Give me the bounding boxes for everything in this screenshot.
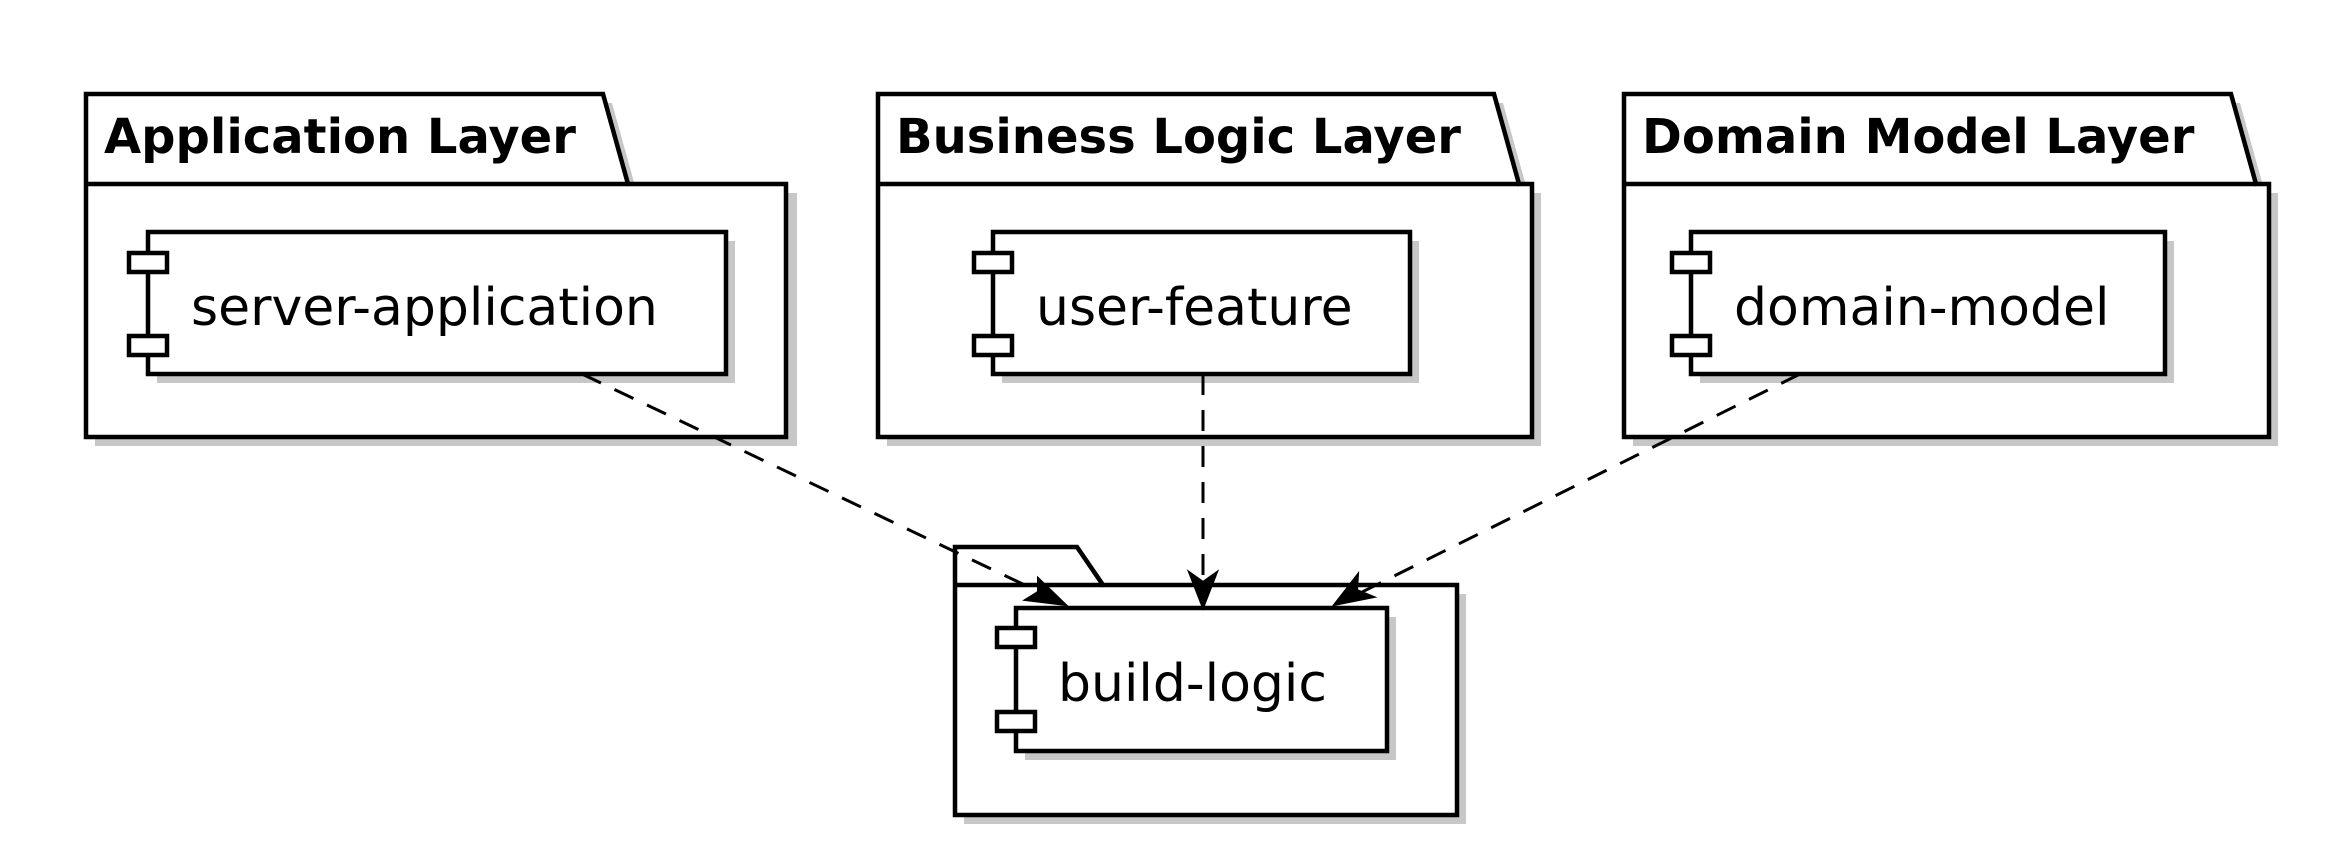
- component-server-application: server-application: [126, 229, 735, 383]
- component-label: domain-model: [1734, 278, 2109, 338]
- edge-server-application-to-build-logic: [581, 372, 1069, 607]
- component-port-icon: [126, 250, 170, 275]
- component-port-icon: [126, 333, 170, 358]
- edge-domain-model-to-build-logic: [1331, 372, 1801, 607]
- component-port-icon: [1669, 250, 1713, 275]
- arrowhead-icon: [1022, 575, 1069, 607]
- component-build-logic: build-logic: [994, 605, 1396, 760]
- package-title-application: Application Layer: [104, 109, 576, 165]
- package-title-domain: Domain Model Layer: [1642, 109, 2195, 165]
- arrowhead-icon: [1186, 569, 1220, 611]
- arrowhead-icon: [1331, 570, 1378, 607]
- component-port-icon: [971, 250, 1015, 275]
- component-domain-model: domain-model: [1669, 229, 2174, 383]
- edge-user-feature-to-build-logic: [1186, 374, 1220, 611]
- component-port-icon: [1669, 333, 1713, 358]
- component-label: user-feature: [1036, 278, 1353, 338]
- component-port-icon: [994, 625, 1038, 650]
- component-user-feature: user-feature: [971, 229, 1419, 383]
- package-title-business: Business Logic Layer: [896, 109, 1461, 165]
- component-port-icon: [994, 709, 1038, 734]
- component-label: server-application: [191, 278, 658, 338]
- component-port-icon: [971, 333, 1015, 358]
- component-label: build-logic: [1058, 654, 1327, 714]
